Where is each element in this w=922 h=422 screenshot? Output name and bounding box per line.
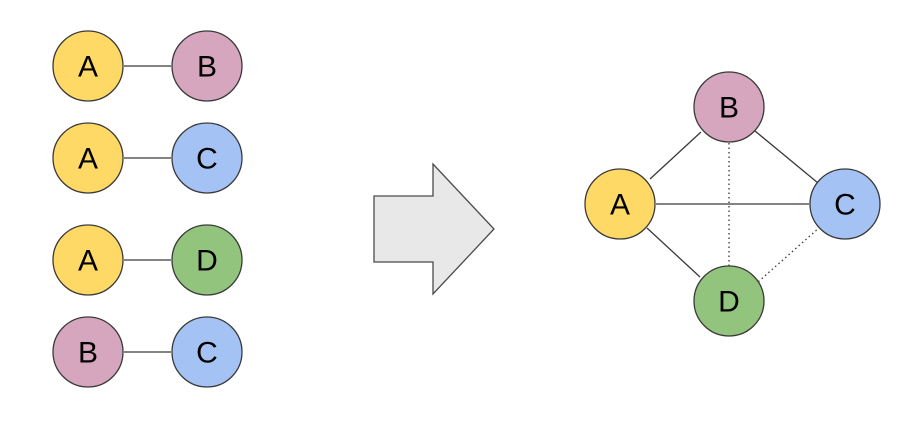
pair-right-node bbox=[171, 122, 243, 194]
pair-list: A B A C A D B C bbox=[52, 30, 243, 388]
graph-edge-a-b bbox=[649, 131, 702, 180]
pair-row: B C bbox=[52, 316, 243, 388]
pair-right-node bbox=[171, 30, 243, 102]
graph-node-b bbox=[693, 71, 765, 143]
right-arrow-icon bbox=[373, 162, 495, 296]
pair-row: A D bbox=[52, 224, 243, 296]
graph-node-c bbox=[809, 168, 881, 240]
pair-right-node bbox=[171, 316, 243, 388]
pair-right-label: D bbox=[196, 245, 218, 278]
graph-node-a bbox=[584, 168, 656, 240]
graph-node-d-label: D bbox=[718, 286, 740, 319]
pair-left-label: A bbox=[78, 245, 98, 278]
pair-left-node bbox=[52, 30, 124, 102]
pair-row: A C bbox=[52, 122, 243, 194]
pair-right-node bbox=[171, 224, 243, 296]
pair-right-label: C bbox=[196, 143, 218, 176]
graph-node-a-label: A bbox=[610, 189, 630, 222]
combined-graph: B A C D bbox=[584, 71, 881, 337]
graph-edge-c-d bbox=[757, 226, 821, 283]
graph-node-b-label: B bbox=[719, 92, 739, 125]
pair-left-node bbox=[52, 122, 124, 194]
graph-node-c-label: C bbox=[834, 189, 856, 222]
pair-left-node bbox=[52, 224, 124, 296]
pair-left-label: A bbox=[78, 51, 98, 84]
graph-edge-a-d bbox=[646, 227, 701, 278]
pair-right-label: C bbox=[196, 337, 218, 370]
graph-edge-b-c bbox=[754, 130, 819, 184]
pair-row: A B bbox=[52, 30, 243, 102]
pair-left-node bbox=[52, 316, 124, 388]
pair-right-label: B bbox=[197, 51, 217, 84]
graph-node-d bbox=[693, 265, 765, 337]
pair-left-label: B bbox=[78, 337, 98, 370]
pair-left-label: A bbox=[78, 143, 98, 176]
